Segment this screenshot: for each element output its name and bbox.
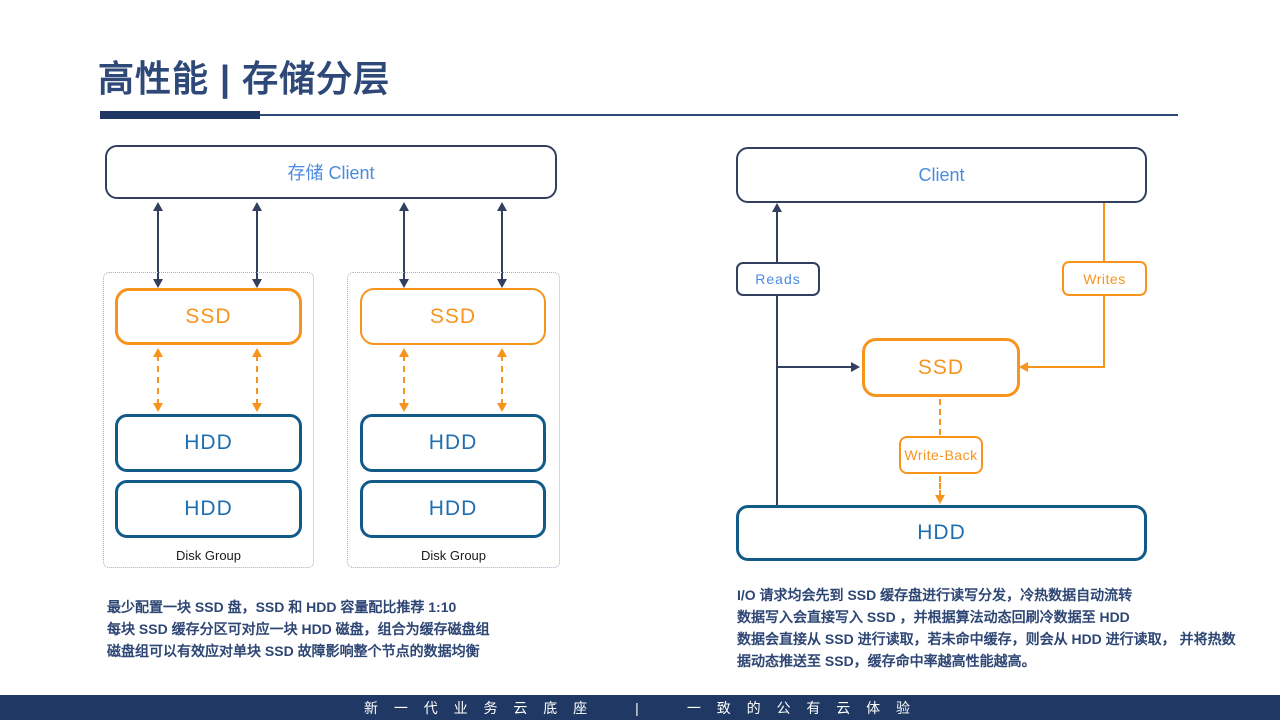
client-ssd-bidirectional-arrow — [497, 202, 507, 288]
ssd-label: SSD — [917, 355, 965, 379]
storage-client-box: 存储 Client — [105, 145, 557, 199]
hdd-box-group1-b: HDD — [115, 480, 302, 538]
note-line: 据动态推送至 SSD，缓存命中率越高性能越高。 — [737, 653, 1036, 669]
note-line: I/O 请求均会先到 SSD 缓存盘进行读写分发，冷热数据自动流转 — [737, 587, 1133, 603]
title-accent-bar — [100, 111, 260, 119]
page-title: 高性能 | 存储分层 — [98, 58, 391, 99]
hdd-label: HDD — [184, 431, 233, 454]
disk-group-1-outline — [103, 272, 314, 568]
disk-group-1-caption: Disk Group — [175, 548, 242, 563]
storage-client-label: 存储 Client — [287, 163, 375, 183]
hdd-label: HDD — [917, 521, 966, 544]
reads-to-ssd-line — [777, 366, 853, 368]
note-line: 数据会直接从 SSD 进行读取，若未命中缓存，则会从 HDD 进行读取， 并将热… — [737, 631, 1236, 647]
client-box: Client — [736, 147, 1147, 203]
footer-bar: 新 一 代 业 务 云 底 座 | 一 致 的 公 有 云 体 验 — [0, 695, 1280, 720]
client-ssd-bidirectional-arrow — [153, 202, 163, 288]
ssd-label: SSD — [185, 304, 232, 328]
ssd-hdd-dashed-arrow — [399, 348, 409, 412]
reads-to-ssd-arrowhead — [851, 362, 860, 372]
ssd-hdd-dashed-arrow — [497, 348, 507, 412]
writes-elbow-line — [1028, 366, 1105, 368]
note-line: 磁盘组可以有效应对单块 SSD 故障影响整个节点的数据均衡 — [107, 643, 480, 659]
writes-tag: Writes — [1062, 261, 1147, 296]
ssd-box-group1: SSD — [115, 288, 302, 345]
hdd-box-group2-a: HDD — [360, 414, 546, 472]
hdd-label: HDD — [184, 497, 233, 520]
note-line: 最少配置一块 SSD 盘，SSD 和 HDD 容量配比推荐 1:10 — [107, 599, 457, 615]
writeback-label: Write-Back — [904, 447, 978, 463]
hdd-box-group2-b: HDD — [360, 480, 546, 538]
writeback-dashed-line — [939, 399, 941, 435]
note-line: 数据写入会直接写入 SSD ，并根据算法动态回刷冷数据至 HDD — [737, 609, 1130, 625]
footer-separator: | — [635, 699, 645, 716]
ssd-box-group2: SSD — [360, 288, 546, 345]
hdd-tier-box: HDD — [736, 505, 1147, 561]
footer-right-text: 一 致 的 公 有 云 体 验 — [686, 699, 917, 716]
cache-ssd-box: SSD — [862, 338, 1020, 397]
ssd-label: SSD — [429, 304, 477, 328]
hdd-label: HDD — [428, 431, 478, 454]
client-ssd-bidirectional-arrow — [399, 202, 409, 288]
writes-label: Writes — [1083, 270, 1126, 287]
disk-group-2-caption: Disk Group — [420, 548, 487, 563]
ssd-hdd-dashed-arrow — [153, 348, 163, 412]
ssd-hdd-dashed-arrow — [252, 348, 262, 412]
disk-group-2-outline — [347, 272, 560, 568]
title-rule-line — [260, 114, 1178, 116]
left-notes: 最少配置一块 SSD 盘，SSD 和 HDD 容量配比推荐 1:10 每块 SS… — [107, 596, 490, 662]
client-ssd-bidirectional-arrow — [252, 202, 262, 288]
writeback-dashed-line2 — [939, 476, 941, 496]
right-notes: I/O 请求均会先到 SSD 缓存盘进行读写分发，冷热数据自动流转 数据写入会直… — [737, 584, 1236, 672]
hdd-box-group1-a: HDD — [115, 414, 302, 472]
writes-arrowhead — [1019, 362, 1028, 372]
reads-arrow — [772, 203, 782, 505]
reads-label: Reads — [755, 271, 801, 287]
footer-left-text: 新 一 代 业 务 云 底 座 — [363, 699, 594, 716]
writeback-tag: Write-Back — [899, 436, 983, 474]
client-label: Client — [918, 164, 965, 185]
reads-tag: Reads — [736, 262, 820, 296]
hdd-label: HDD — [428, 497, 478, 520]
writeback-arrowhead — [935, 495, 945, 504]
note-line: 每块 SSD 缓存分区可对应一块 HDD 磁盘，组合为缓存磁盘组 — [107, 621, 490, 637]
